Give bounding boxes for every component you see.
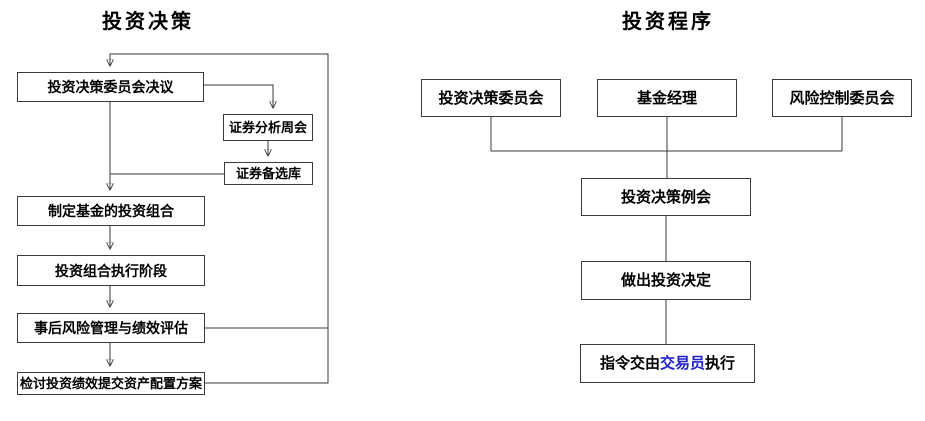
node-committee-resolution: 投资决策委员会决议 <box>17 72 204 102</box>
instruction-prefix: 指令交由 <box>599 355 660 372</box>
node-label: 检讨投资绩效提交资产配置方案 <box>19 376 202 391</box>
node-instruction-to-trader: 指令交由交易员执行 <box>580 344 755 383</box>
instruction-suffix: 执行 <box>705 355 736 372</box>
node-formulate-portfolio: 制定基金的投资组合 <box>17 196 205 226</box>
node-label: 证券分析周会 <box>228 120 307 135</box>
right-chart-title: 投资程序 <box>622 11 714 33</box>
node-fund-manager: 基金经理 <box>597 79 737 117</box>
node-label: 证券备选库 <box>235 166 301 181</box>
node-label: 投资决策委员会决议 <box>47 79 174 95</box>
node-label: 事后风险管理与绩效评估 <box>34 320 188 336</box>
node-label: 投资决策例会 <box>620 188 711 206</box>
node-label: 做出投资决定 <box>620 272 711 289</box>
left-chart-title: 投资决策 <box>102 11 194 33</box>
node-securities-candidate-pool: 证券备选库 <box>224 162 313 185</box>
node-review-performance: 检讨投资绩效提交资产配置方案 <box>17 372 205 395</box>
instruction-trader-highlight: 交易员 <box>659 355 705 372</box>
node-label: 制定基金的投资组合 <box>48 203 174 219</box>
node-label: 基金经理 <box>636 89 697 107</box>
node-post-risk-evaluation: 事后风险管理与绩效评估 <box>17 313 205 343</box>
node-label: 风险控制委员会 <box>789 89 895 107</box>
node-label: 投资决策委员会 <box>438 89 544 107</box>
connector-committee-to-weekly <box>204 84 273 107</box>
connector-review-loop-to-committee <box>110 53 329 384</box>
node-portfolio-execution: 投资组合执行阶段 <box>17 255 205 286</box>
node-risk-control-committee: 风险控制委员会 <box>772 79 912 117</box>
node-label: 投资组合执行阶段 <box>55 262 167 279</box>
node-investment-committee: 投资决策委员会 <box>421 79 561 117</box>
node-decision-meeting: 投资决策例会 <box>581 178 751 216</box>
node-make-decision: 做出投资决定 <box>581 261 751 300</box>
node-securities-weekly-meeting: 证券分析周会 <box>223 114 313 141</box>
